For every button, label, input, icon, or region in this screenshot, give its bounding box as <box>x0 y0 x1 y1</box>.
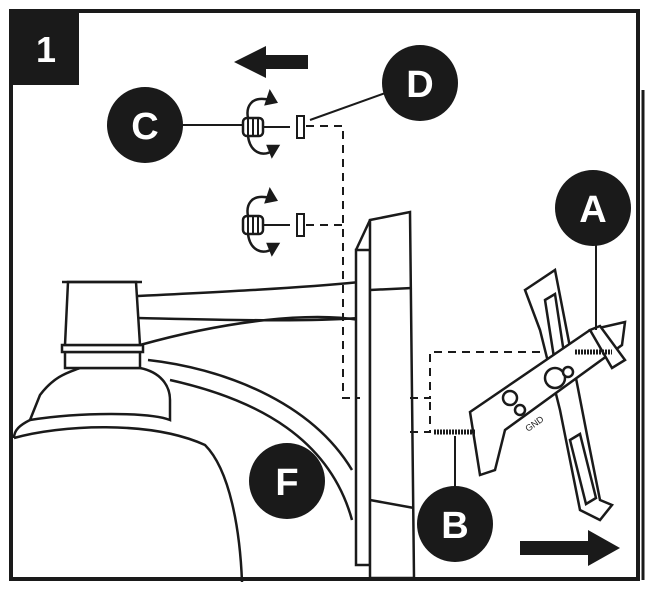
callout-d: D <box>382 45 458 121</box>
callout-a: A <box>555 170 631 246</box>
arrow-left-icon <box>234 46 308 78</box>
washer-d-middle <box>296 213 305 237</box>
mounting-bracket <box>468 267 627 522</box>
step-number: 1 <box>36 29 56 70</box>
camera-housing <box>12 280 244 583</box>
rotate-icon <box>246 187 281 257</box>
washer-d-top <box>296 115 305 139</box>
callout-d-label: D <box>406 64 433 106</box>
rotate-icon <box>246 89 281 159</box>
callout-a-label: A <box>579 189 606 231</box>
mount-arm <box>137 280 361 521</box>
callout-f-label: F <box>275 462 298 504</box>
callout-b-label: B <box>441 505 468 547</box>
callout-f: F <box>249 443 325 519</box>
wall-plate <box>354 210 416 580</box>
alignment-guides <box>306 125 560 433</box>
callout-b: B <box>417 486 493 562</box>
screw-middle <box>241 214 290 236</box>
arrow-right-icon <box>520 530 620 566</box>
step-badge: 1 <box>13 13 79 85</box>
callout-c-label: C <box>131 106 158 148</box>
screw-top <box>241 116 290 138</box>
callout-c: C <box>107 87 183 163</box>
